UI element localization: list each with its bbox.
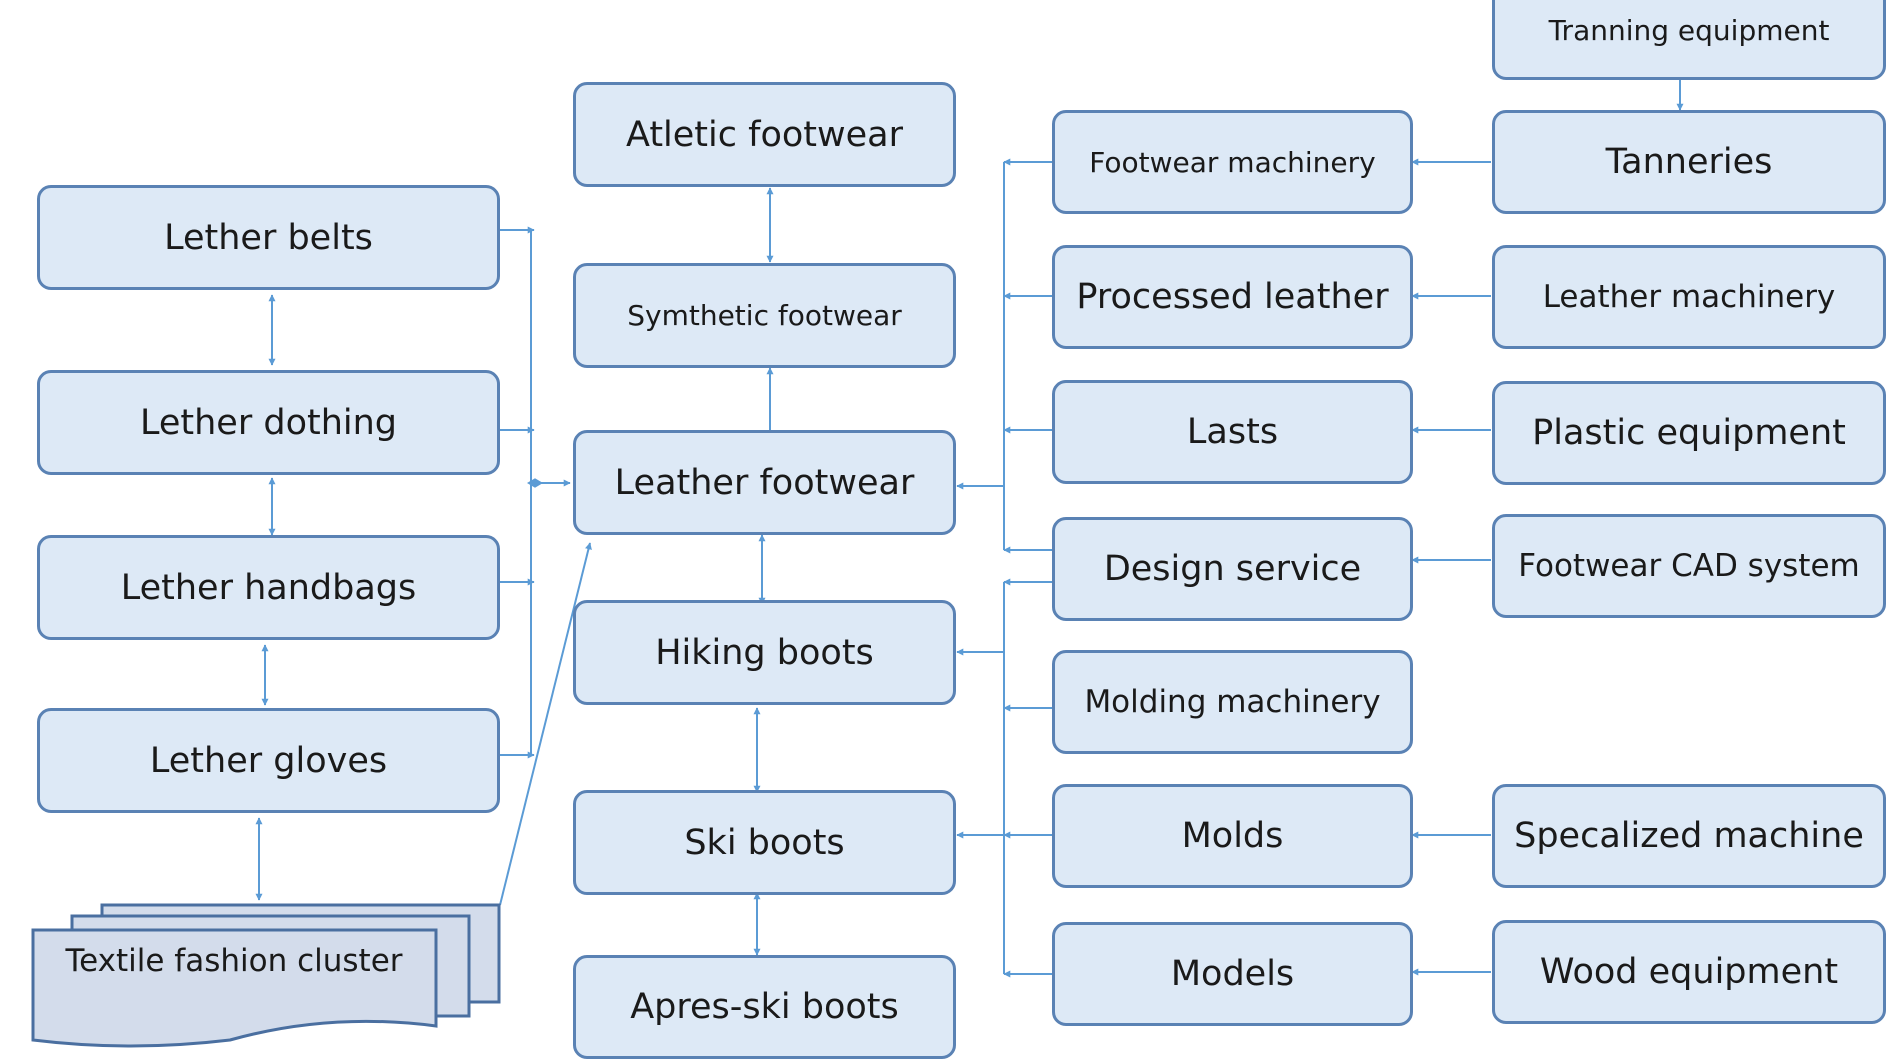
atletic-footwear-box: Atletic footwear bbox=[573, 82, 956, 187]
plastic-equipment-box: Plastic equipment bbox=[1492, 381, 1886, 485]
textile-cluster-stack-shape bbox=[31, 903, 501, 1048]
design-service-box: Design service bbox=[1052, 517, 1413, 621]
molds-box: Molds bbox=[1052, 784, 1413, 888]
textile-fashion-cluster-label: Textile fashion cluster bbox=[65, 943, 403, 979]
molding-machinery-box: Molding machinery bbox=[1052, 650, 1413, 754]
apres-ski-boots-box: Apres-ski boots bbox=[573, 955, 956, 1059]
wood-equipment-box: Wood equipment bbox=[1492, 920, 1886, 1024]
specalized-machine-box: Specalized machine bbox=[1492, 784, 1886, 888]
symthetic-footwear-box: Symthetic footwear bbox=[573, 263, 956, 368]
lether-belts-box: Lether belts bbox=[37, 185, 500, 290]
lasts-box: Lasts bbox=[1052, 380, 1413, 484]
footwear-cad-system-box: Footwear CAD system bbox=[1492, 514, 1886, 618]
leather-footwear-box: Leather footwear bbox=[573, 430, 956, 535]
tranning-equipment-box: Tranning equipment bbox=[1492, 0, 1886, 80]
leather-machinery-box: Leather machinery bbox=[1492, 245, 1886, 349]
ski-boots-box: Ski boots bbox=[573, 790, 956, 895]
footwear-machinery-box: Footwear machinery bbox=[1052, 110, 1413, 214]
tanneries-box: Tanneries bbox=[1492, 110, 1886, 214]
processed-leather-box: Processed leather bbox=[1052, 245, 1413, 349]
hiking-boots-box: Hiking boots bbox=[573, 600, 956, 705]
lether-clothing-box: Lether dothing bbox=[37, 370, 500, 475]
lether-handbags-box: Lether handbags bbox=[37, 535, 500, 640]
lether-gloves-box: Lether gloves bbox=[37, 708, 500, 813]
models-box: Models bbox=[1052, 922, 1413, 1026]
